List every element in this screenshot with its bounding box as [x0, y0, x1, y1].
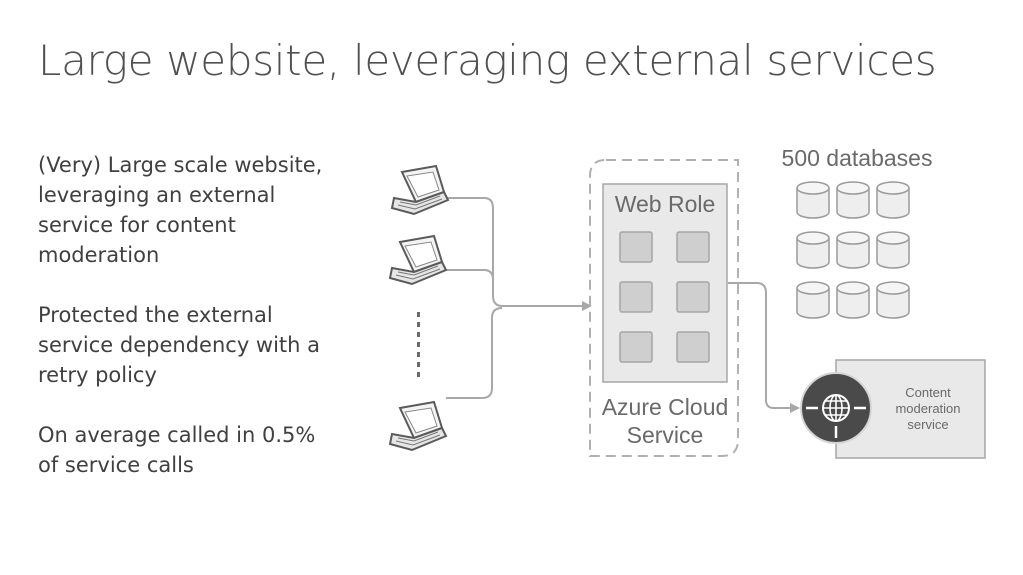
cloud-service-boundary [589, 159, 739, 457]
cloud-label: Azure Cloud [602, 394, 729, 420]
connector-line [446, 197, 592, 311]
role-instance [676, 231, 710, 263]
external-service-label: service [907, 417, 948, 432]
bullet-item: On average called in 0.5% of service cal… [38, 420, 348, 480]
bullet-item: (Very) Large scale website, leveraging a… [38, 150, 348, 270]
bullet-item: Protected the external service dependenc… [38, 300, 348, 390]
database-icon [876, 231, 910, 269]
bullet-line: service dependency with a [38, 333, 321, 357]
bullet-line: On average called in 0.5% [38, 423, 316, 447]
laptop-icon [391, 165, 449, 215]
bullet-line: Protected the external [38, 303, 273, 327]
external-service-label: moderation [895, 401, 960, 416]
external-service-label: Content [905, 385, 951, 400]
database-icon [876, 281, 910, 319]
database-icon [796, 281, 830, 319]
bullet-line: of service calls [38, 453, 194, 477]
role-instance [676, 281, 710, 313]
slide-title: Large website, leveraging external servi… [38, 36, 937, 85]
database-icon [836, 281, 870, 319]
bullet-line: retry policy [38, 363, 157, 387]
role-instance [619, 231, 653, 263]
bullet-line: leveraging an external [38, 183, 276, 207]
bullet-line: (Very) Large scale website, [38, 153, 323, 177]
connector-line [446, 307, 503, 399]
database-icon [796, 181, 830, 219]
database-icon [876, 181, 910, 219]
laptop-icon [389, 235, 447, 285]
laptop-icon [389, 401, 447, 451]
bullet-list: (Very) Large scale website, leveraging a… [38, 150, 348, 510]
connector-line [446, 269, 494, 296]
database-icon [836, 181, 870, 219]
role-instance [676, 331, 710, 363]
globe-icon [800, 372, 872, 444]
role-instance [619, 331, 653, 363]
cloud-label: Service [627, 422, 704, 448]
bullet-line: moderation [38, 243, 160, 267]
database-icon [836, 231, 870, 269]
ellipsis-dots [417, 312, 420, 377]
web-role-label: Web Role [615, 191, 716, 217]
bullet-line: service for content [38, 213, 236, 237]
role-instance [619, 281, 653, 313]
connector-line [728, 282, 800, 413]
database-icon [796, 231, 830, 269]
databases-label: 500 databases [782, 145, 933, 171]
